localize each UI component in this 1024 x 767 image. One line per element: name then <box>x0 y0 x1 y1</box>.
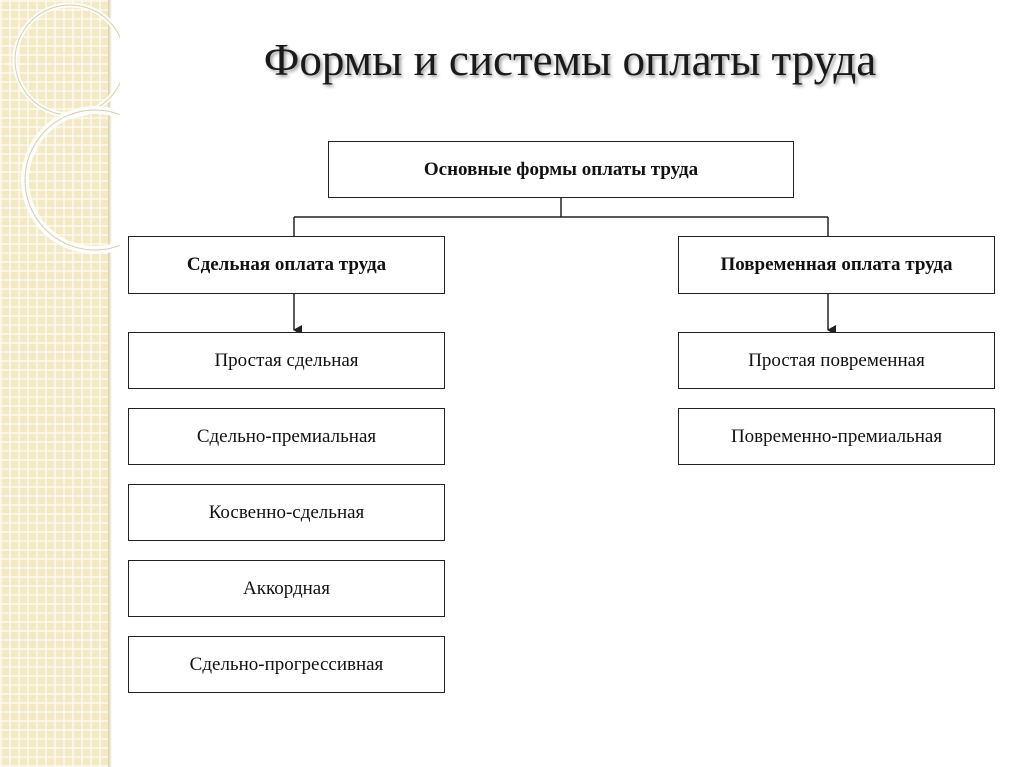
item-box-lump-sum: Аккордная <box>128 560 445 617</box>
item-box-simple-piecework: Простая сдельная <box>128 332 445 389</box>
item-box-progressive-piecework: Сдельно-прогрессивная <box>128 636 445 693</box>
side-strip-shadow <box>108 0 112 767</box>
item-box-time-based-bonus: Повременно-премиальная <box>678 408 995 465</box>
decorative-circles <box>12 2 120 254</box>
decorative-side-strip <box>0 0 110 767</box>
deco-circle-bottom-edge <box>24 109 120 251</box>
item-box-indirect-piecework: Косвенно-сдельная <box>128 484 445 541</box>
item-box-simple-time-based: Простая повременная <box>678 332 995 389</box>
slide-title: Формы и системы оплаты труда <box>263 35 877 85</box>
branch-box-time-based: Повременная оплата труда <box>678 236 995 294</box>
item-box-piecework-bonus: Сдельно-премиальная <box>128 408 445 465</box>
root-box: Основные формы оплаты труда <box>328 141 794 198</box>
branch-box-piecework: Сдельная оплата труда <box>128 236 445 294</box>
